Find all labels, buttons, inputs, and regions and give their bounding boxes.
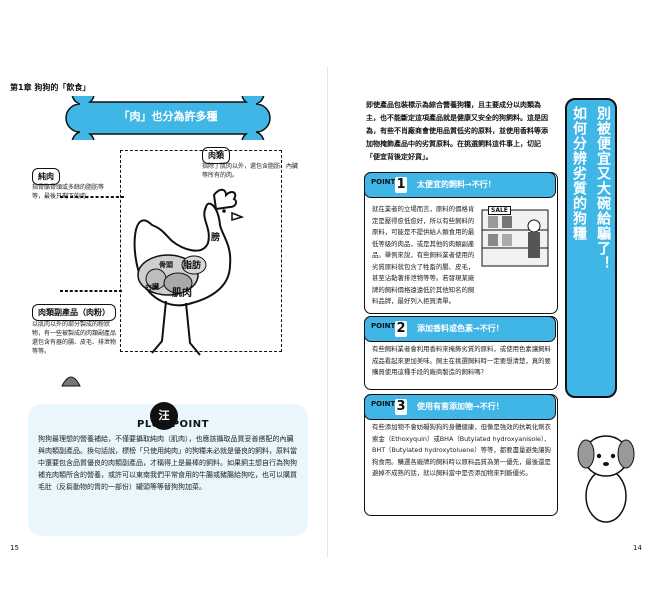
meat-dashed-frame	[120, 150, 282, 352]
puppy-illustration	[577, 435, 635, 523]
book-spine	[327, 66, 328, 558]
vertical-title-line-1: 別被便宜又大碗給騙了！	[595, 106, 611, 271]
chicken-illustration	[133, 188, 245, 356]
point-2-body: 有些飼料業者會利用香料來掩飾劣質的原料，或使用色素讓飼料成品看起來更加美味。飼主…	[372, 345, 551, 376]
chicken-part-bone: 骨頭	[159, 261, 173, 269]
point-1-tag: POINT	[371, 178, 396, 186]
point-3-number: 3	[395, 399, 407, 415]
point-3-body: 有些添加物不會妨礙狗狗的身體健康，但像是強效的抗氧化劑衣索金（Ethoxyqui…	[372, 423, 551, 477]
sale-sign: SALE	[488, 206, 511, 215]
vertical-title-line-2: 如何分辨劣質的狗糧	[571, 106, 587, 241]
point-1-title: 太便宜的飼料→不行！	[417, 180, 496, 189]
desc-meat: 指除了肌肉以外，還包含脂肪、內臟等所有的肉。	[202, 163, 299, 179]
point-2-title: 添加香料或色素→不行！	[417, 324, 504, 333]
label-by-product: 肉類副產品（肉粉）	[32, 304, 116, 321]
kibble-icon	[61, 376, 81, 387]
plus-point-badge: 汪	[150, 402, 178, 430]
point-3-header: POINT 3 使用有害添加物→不行！	[364, 394, 556, 420]
point-1-number: 1	[395, 177, 407, 193]
point-3-title: 使用有害添加物→不行！	[417, 402, 504, 411]
desc-by-product: 以肌肉以外的部分製成的粉狀物，有一些被製成的肉類副產品還包含有器的腸、皮毛、排泄…	[32, 321, 117, 355]
point-3-tag: POINT	[371, 400, 396, 408]
label-pure-meat: 純肉	[32, 168, 60, 185]
point-2-tag: POINT	[371, 322, 396, 330]
point-1-body: 就在業者的立場而言，原料的價格肯定是壓得愈低愈好，所以有些飼料的原料，可能是不提…	[372, 205, 475, 305]
pure-meat-dashed-line	[60, 196, 124, 198]
page-number-right: 14	[633, 544, 642, 552]
intro-paragraph: 即使產品包裝標示為綜合營養狗糧，且主要成分以肉類為主，也不能斷定這項產品就是健康…	[366, 101, 548, 161]
chicken-part-organs: 內臟	[145, 283, 159, 291]
chicken-part-wing: 膀	[211, 233, 221, 243]
chapter-heading: 第1章 狗狗的「飲食」	[10, 83, 91, 92]
plus-point-text: 狗狗最理想的營養補給，不僅要攝取純肉（肌肉），也應該攝取品質妥善搭配的內臟與肉類…	[38, 435, 297, 491]
page-number-left: 15	[10, 544, 19, 552]
by-product-dashed-line	[60, 290, 122, 292]
point-2-number: 2	[395, 321, 407, 337]
chicken-part-fat: 脂肪	[183, 261, 202, 271]
vertical-title-banner	[565, 98, 617, 398]
point-2-header: POINT 2 添加香料或色素→不行！	[364, 316, 556, 342]
plus-point-title: PLUS POINT	[137, 419, 209, 430]
page-title-left: 「肉」也分為許多種	[118, 110, 218, 123]
label-meat: 肉類	[202, 147, 230, 164]
desc-pure-meat: 指骨骼骨頭或多餘的脂肪等等，最後只剩下的肉。	[32, 184, 105, 200]
chicken-part-muscle: 肌肉	[172, 288, 192, 299]
bone-banner-left	[65, 96, 271, 140]
point-1-header: POINT 1 太便宜的飼料→不行！	[364, 172, 556, 198]
store-shelf-illustration	[481, 209, 549, 267]
